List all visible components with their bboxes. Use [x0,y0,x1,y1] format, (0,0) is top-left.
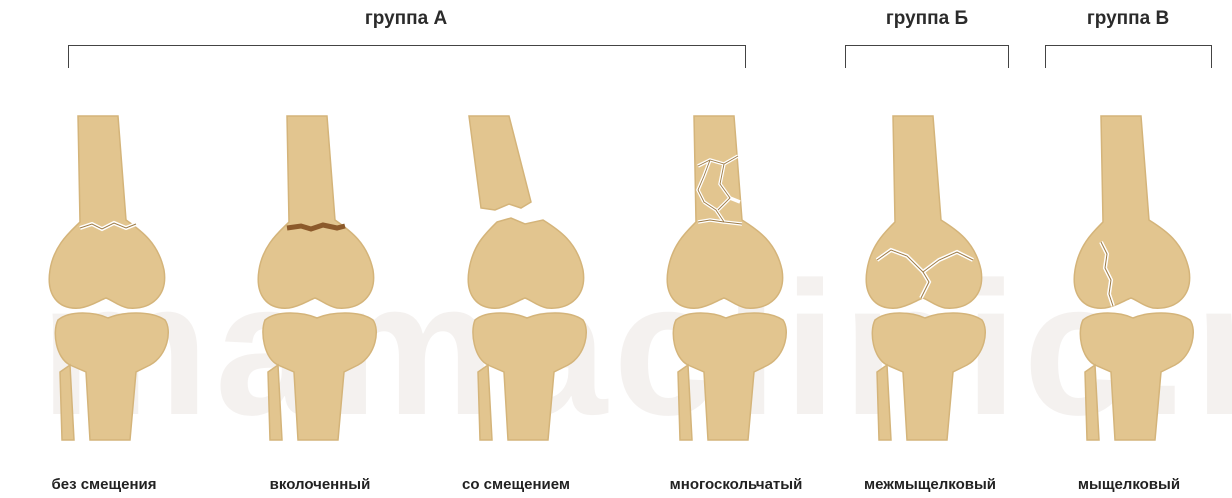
group-label-v: группа В [1028,8,1228,30]
knee-displaced [455,110,605,450]
bracket-group-b [845,45,1009,68]
knee-no-displacement [40,110,190,450]
caption-displaced: со смещением [416,476,616,493]
group-label-a: группа А [306,8,506,30]
bracket-group-a [68,45,746,68]
knee-intercondylar [855,110,1005,450]
bracket-group-v [1045,45,1212,68]
caption-impacted: вколоченный [220,476,420,493]
caption-comminuted: многоскольчатый [636,476,836,493]
knee-condylar [1065,110,1215,450]
caption-condylar: мыщелковый [1029,476,1229,493]
caption-intercondylar: межмыщелковый [830,476,1030,493]
group-label-b: группа Б [827,8,1027,30]
caption-no-displacement: без смещения [4,476,204,493]
knee-comminuted [658,110,808,450]
watermark: mamaclinic.ru [40,240,1232,458]
knee-impacted [245,110,395,450]
